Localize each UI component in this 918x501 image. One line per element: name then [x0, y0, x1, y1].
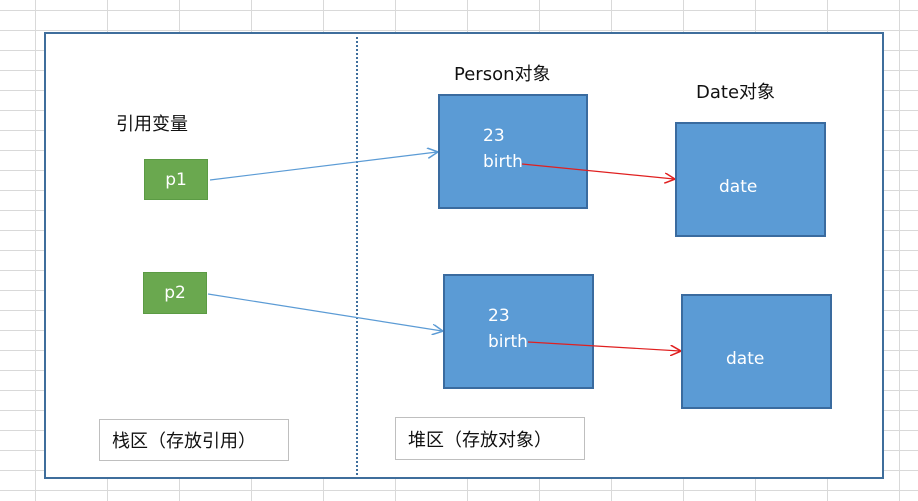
person-age: 23: [488, 306, 510, 326]
person-age: 23: [483, 126, 505, 146]
date-object-1: date: [675, 122, 826, 237]
date-label: date: [726, 349, 765, 369]
person-birth-field: birth: [483, 152, 523, 172]
ref-p2: p2: [143, 272, 207, 314]
person-heading: Person对象: [454, 64, 551, 85]
stack-area-label: 栈区（存放引用）: [99, 419, 289, 461]
person-birth-field: birth: [488, 332, 528, 352]
date-object-2: date: [681, 294, 832, 409]
ref-p1: p1: [144, 159, 208, 200]
stack-heading: 引用变量: [116, 114, 188, 135]
stack-heap-divider: [356, 32, 358, 479]
date-heading: Date对象: [696, 82, 776, 103]
heap-area-label: 堆区（存放对象）: [395, 417, 585, 460]
date-label: date: [719, 177, 758, 197]
person-object-2: 23 birth: [443, 274, 594, 389]
person-object-1: 23 birth: [438, 94, 588, 209]
